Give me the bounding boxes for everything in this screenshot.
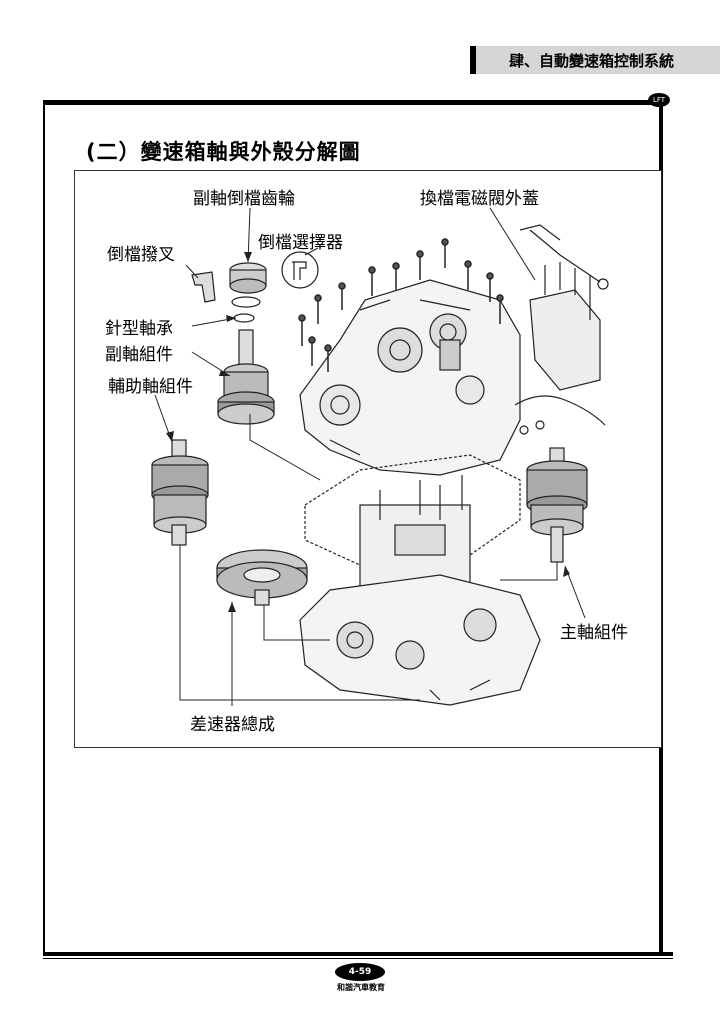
- label-secondary-shaft-assembly: 輔助軸組件: [108, 377, 193, 397]
- leader-arrowheads: [166, 252, 570, 612]
- label-mainshaft-assembly: 主軸組件: [560, 623, 628, 643]
- counter-reverse-gear: [229, 262, 267, 323]
- case-bolts: [298, 238, 504, 372]
- publisher-logo: LFT: [648, 93, 670, 107]
- solenoid-cover-parts: [514, 224, 609, 435]
- section-title: (二）變速箱軸與外殼分解圖: [86, 140, 361, 164]
- chapter-title: 肆、自動變速箱控制系統: [508, 52, 674, 70]
- label-differential-assembly: 差速器總成: [190, 715, 275, 735]
- mainshaft-part: [526, 447, 588, 563]
- footer-rule: [43, 952, 673, 956]
- label-reverse-fork: 倒檔撥叉: [107, 245, 175, 265]
- leader-lines: [154, 207, 586, 706]
- differential-part: [216, 549, 308, 606]
- label-countershaft-assembly: 副軸組件: [105, 345, 173, 365]
- page-number: 4-59: [335, 963, 385, 981]
- transmission-case-lower: [299, 574, 541, 706]
- countershaft-part: [217, 329, 275, 425]
- transmission-case-upper: [299, 279, 521, 476]
- valve-body: [359, 475, 471, 591]
- label-counter-reverse-gear: 副軸倒檔齒輪: [193, 189, 295, 209]
- label-reverse-selector: 倒檔選擇器: [258, 233, 343, 253]
- label-needle-bearing: 針型軸承: [105, 319, 173, 339]
- label-solenoid-cover: 換檔電磁閥外蓋: [420, 189, 539, 209]
- secondary-shaft-part: [151, 439, 209, 546]
- header-rule: [43, 100, 663, 105]
- case-gasket: [304, 454, 521, 566]
- publisher-name: 和諧汽車教育: [337, 983, 385, 992]
- reverse-selector-part: [281, 251, 319, 289]
- footer-rule-thin: [43, 958, 673, 959]
- chapter-header-tab: 肆、自動變速箱控制系統: [470, 46, 720, 74]
- reverse-fork-part: [191, 271, 216, 303]
